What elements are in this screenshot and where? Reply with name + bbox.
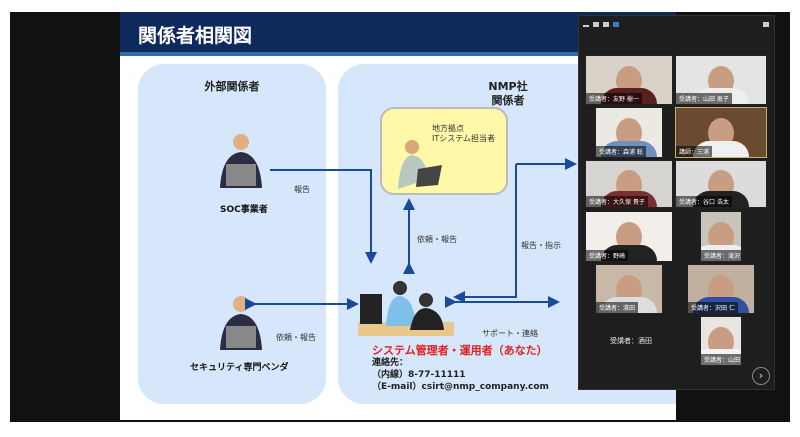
video-tile[interactable]: 受講者：友野 樹一 bbox=[585, 55, 673, 105]
video-tile-active-speaker[interactable]: 講師：三浦 bbox=[675, 107, 767, 158]
regional-label-1: 地方拠点 bbox=[432, 124, 464, 133]
edge-report-instruct: 報告・指示 bbox=[521, 241, 561, 250]
slide-title: 関係者相関図 bbox=[138, 25, 253, 47]
thumbnail-view-icon[interactable] bbox=[593, 22, 599, 27]
chevron-right-icon: › bbox=[758, 369, 764, 382]
contact-email: （E-mail）csirt@nmp_company.com bbox=[372, 382, 549, 392]
video-tile[interactable]: 受講者：滝沢 bbox=[700, 211, 742, 262]
contact-phone: （内線）8-77-11111 bbox=[372, 370, 466, 380]
video-tile[interactable]: 受講者：野崎 bbox=[585, 211, 673, 262]
internal-title-2: 関係者 bbox=[491, 94, 525, 107]
internal-title-1: NMP社 bbox=[488, 80, 528, 93]
soc-person-icon bbox=[220, 134, 262, 188]
external-title: 外部関係者 bbox=[204, 80, 260, 93]
relationship-arrows bbox=[245, 158, 577, 310]
video-tile[interactable]: 受講者：沢田 仁 bbox=[687, 264, 755, 314]
speaker-view-icon[interactable] bbox=[603, 22, 609, 27]
video-tile[interactable]: 受講者：濱田 bbox=[595, 264, 663, 314]
regional-label-2: ITシステム担当者 bbox=[432, 134, 496, 143]
video-tile[interactable]: 受講者：山田 恵子 bbox=[675, 55, 767, 105]
video-tile[interactable]: 受講者：大久保 貴子 bbox=[585, 160, 673, 208]
vendor-label: セキュリティ専門ベンダ bbox=[190, 363, 289, 373]
video-tile[interactable]: 受講者：谷口 浩太 bbox=[675, 160, 767, 208]
admin-label: システム管理者・運用者（あなた） bbox=[372, 344, 548, 357]
exit-fullscreen-icon[interactable] bbox=[763, 22, 769, 27]
next-page-button[interactable]: › bbox=[752, 367, 770, 385]
edge-request-report-vendor: 依頼・報告 bbox=[276, 333, 316, 342]
gallery-view-icon[interactable] bbox=[613, 22, 619, 27]
admin-team-icon bbox=[358, 281, 454, 336]
video-tile[interactable]: 受講者：森浦 聡 bbox=[595, 107, 663, 158]
edge-report: 報告 bbox=[294, 185, 310, 194]
regional-staff-icon bbox=[398, 140, 442, 189]
edge-request-report-regional: 依頼・報告 bbox=[417, 235, 457, 244]
contact-info: 連絡先： （内線）8-77-11111 （E-mail）csirt@nmp_co… bbox=[372, 357, 549, 393]
soc-label: SOC事業者 bbox=[220, 205, 268, 215]
regional-box: 地方拠点 ITシステム担当者 bbox=[380, 107, 508, 195]
video-tile[interactable]: 受講者：山田 bbox=[700, 316, 742, 366]
edge-support: サポート・連絡 bbox=[482, 329, 538, 338]
minimize-icon[interactable] bbox=[583, 25, 589, 27]
contact-label: 連絡先： bbox=[372, 358, 409, 368]
camera-off-participant-name: 受講者：酒田 bbox=[610, 337, 652, 345]
